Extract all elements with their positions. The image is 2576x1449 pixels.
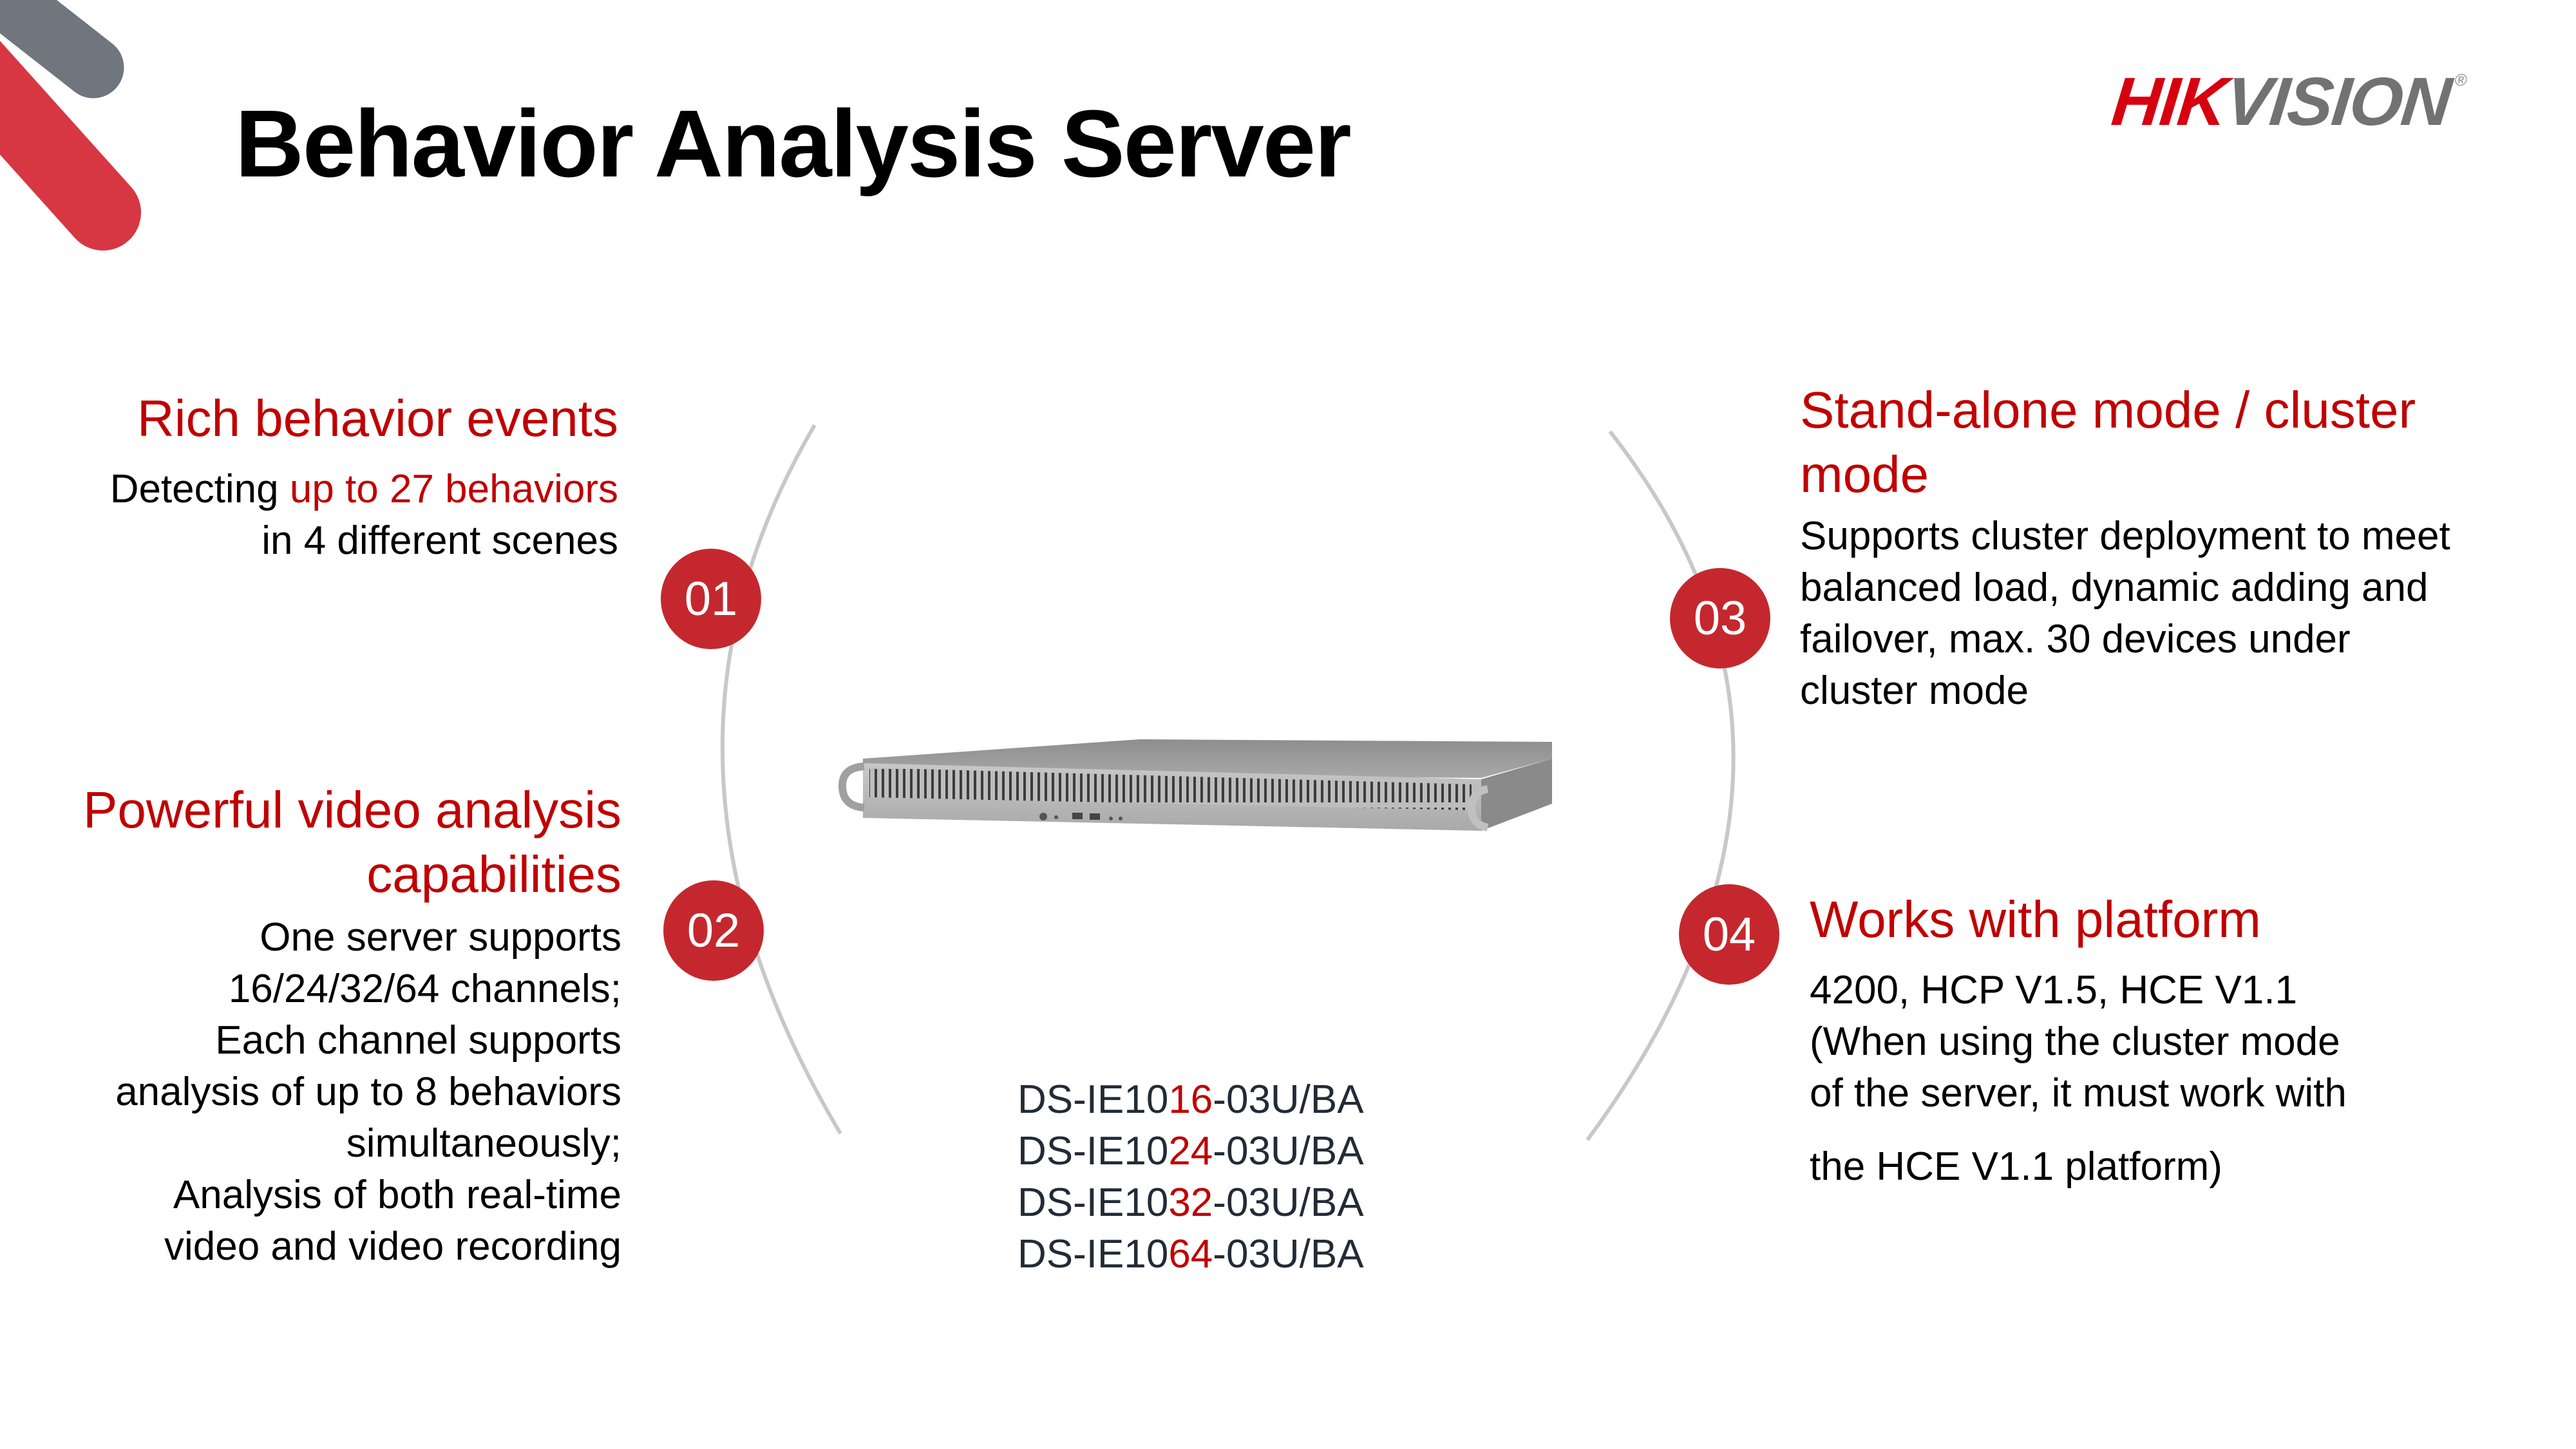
feature-body-line: simultaneously; xyxy=(346,1121,621,1166)
feature-body: Supports cluster deployment to meet bala… xyxy=(1800,511,2450,717)
model-channels: 32 xyxy=(1168,1180,1213,1225)
usb-port xyxy=(1072,813,1083,819)
led-indicator xyxy=(1109,817,1113,820)
feature-heading: Powerful video analysis capabilities xyxy=(83,778,621,907)
right-handle xyxy=(1467,785,1489,831)
usb-port xyxy=(1090,813,1100,820)
heading-line: capabilities xyxy=(366,846,621,903)
feature-body-line: balanced load, dynamic adding and xyxy=(1800,565,2429,610)
feature-body-line: Each channel supports xyxy=(215,1018,621,1063)
model-channels: 16 xyxy=(1168,1077,1213,1122)
model-channels: 64 xyxy=(1168,1232,1213,1276)
red-stripe xyxy=(0,41,141,251)
feature-body-line: video and video recording xyxy=(164,1224,621,1269)
model-prefix: DS-IE10 xyxy=(1018,1180,1169,1225)
model-channels: 24 xyxy=(1168,1129,1213,1173)
feature-badge-04: 04 xyxy=(1679,884,1779,985)
led-indicator xyxy=(1119,817,1122,820)
heading-line: Powerful video analysis xyxy=(83,781,621,838)
power-button xyxy=(1039,813,1047,820)
model-number: DS-IE1032-03U/BA xyxy=(1018,1177,1364,1229)
registered-mark: ® xyxy=(2453,70,2467,90)
right-arc xyxy=(1586,430,1736,1141)
server-vents xyxy=(869,768,1472,810)
feature-body-line: analysis of up to 8 behaviors xyxy=(115,1070,621,1114)
left-arc xyxy=(720,424,842,1135)
logo-hik: HIK xyxy=(2108,64,2230,140)
feature-badge-02: 02 xyxy=(663,880,764,981)
feature-body-line: Supports cluster deployment to meet xyxy=(1800,514,2450,558)
feature-body-line: Analysis of both real-time xyxy=(173,1173,621,1217)
model-number: DS-IE1024-03U/BA xyxy=(1018,1126,1364,1177)
model-suffix: -03U/BA xyxy=(1213,1129,1364,1173)
body-plain-text: Detecting xyxy=(109,467,290,511)
hikvision-logo: HIKVISION® xyxy=(2108,64,2467,140)
decorative-stripes xyxy=(0,0,141,251)
feature-heading: Works with platform xyxy=(1810,891,2261,948)
feature-body: 4200, HCP V1.5, HCE V1.1 (When using the… xyxy=(1810,965,2347,1193)
feature-body-line: One server supports xyxy=(260,915,621,960)
feature-badge-01: 01 xyxy=(661,549,761,649)
feature-heading: Rich behavior events xyxy=(137,390,618,447)
feature-rich-behavior-events: Rich behavior events Detecting up to 27 … xyxy=(110,386,618,567)
model-suffix: -03U/BA xyxy=(1213,1232,1364,1276)
feature-video-analysis: Powerful video analysis capabilities One… xyxy=(83,778,621,1273)
feature-badge-03: 03 xyxy=(1670,568,1770,668)
feature-body-line: of the server, it must work with xyxy=(1810,1071,2347,1115)
body-highlight-text: up to 27 behaviors xyxy=(289,467,618,511)
feature-body-line: in 4 different scenes xyxy=(261,518,618,563)
model-number: DS-IE1064-03U/BA xyxy=(1018,1229,1364,1280)
model-prefix: DS-IE10 xyxy=(1018,1077,1169,1122)
feature-works-with-platform: Works with platform 4200, HCP V1.5, HCE … xyxy=(1810,887,2347,1193)
model-number: DS-IE1016-03U/BA xyxy=(1018,1074,1364,1126)
server-side-panel xyxy=(1481,759,1552,831)
feature-body-line: Detecting up to 27 behaviors xyxy=(110,464,618,515)
feature-body-line: (When using the cluster mode xyxy=(1810,1019,2340,1064)
feature-body: One server supports 16/24/32/64 channels… xyxy=(83,912,621,1273)
gray-stripe xyxy=(0,0,124,99)
left-handle xyxy=(838,762,865,811)
feature-body-line: failover, max. 30 devices under xyxy=(1800,617,2351,661)
feature-body: Detecting up to 27 behaviors in 4 differ… xyxy=(110,464,618,567)
page-title: Behavior Analysis Server xyxy=(235,91,1352,197)
heading-line: mode xyxy=(1800,446,1929,503)
heading-line: Stand-alone mode / cluster xyxy=(1800,381,2416,439)
model-prefix: DS-IE10 xyxy=(1018,1232,1169,1276)
feature-body-line: the HCE V1.1 platform) xyxy=(1810,1144,2222,1189)
model-prefix: DS-IE10 xyxy=(1018,1129,1169,1173)
rack-server-icon xyxy=(838,739,1552,831)
feature-body-line: cluster mode xyxy=(1800,668,2029,713)
feature-heading: Stand-alone mode / cluster mode xyxy=(1800,378,2450,507)
led-indicator xyxy=(1054,815,1058,819)
model-list: DS-IE1016-03U/BA DS-IE1024-03U/BA DS-IE1… xyxy=(1018,1074,1364,1280)
feature-cluster-mode: Stand-alone mode / cluster mode Supports… xyxy=(1800,378,2450,717)
feature-body-line: 16/24/32/64 channels; xyxy=(228,967,621,1011)
feature-body-line: 4200, HCP V1.5, HCE V1.1 xyxy=(1810,968,2298,1012)
model-suffix: -03U/BA xyxy=(1213,1077,1364,1122)
logo-vision: VISION xyxy=(2222,64,2454,140)
model-suffix: -03U/BA xyxy=(1213,1180,1364,1225)
